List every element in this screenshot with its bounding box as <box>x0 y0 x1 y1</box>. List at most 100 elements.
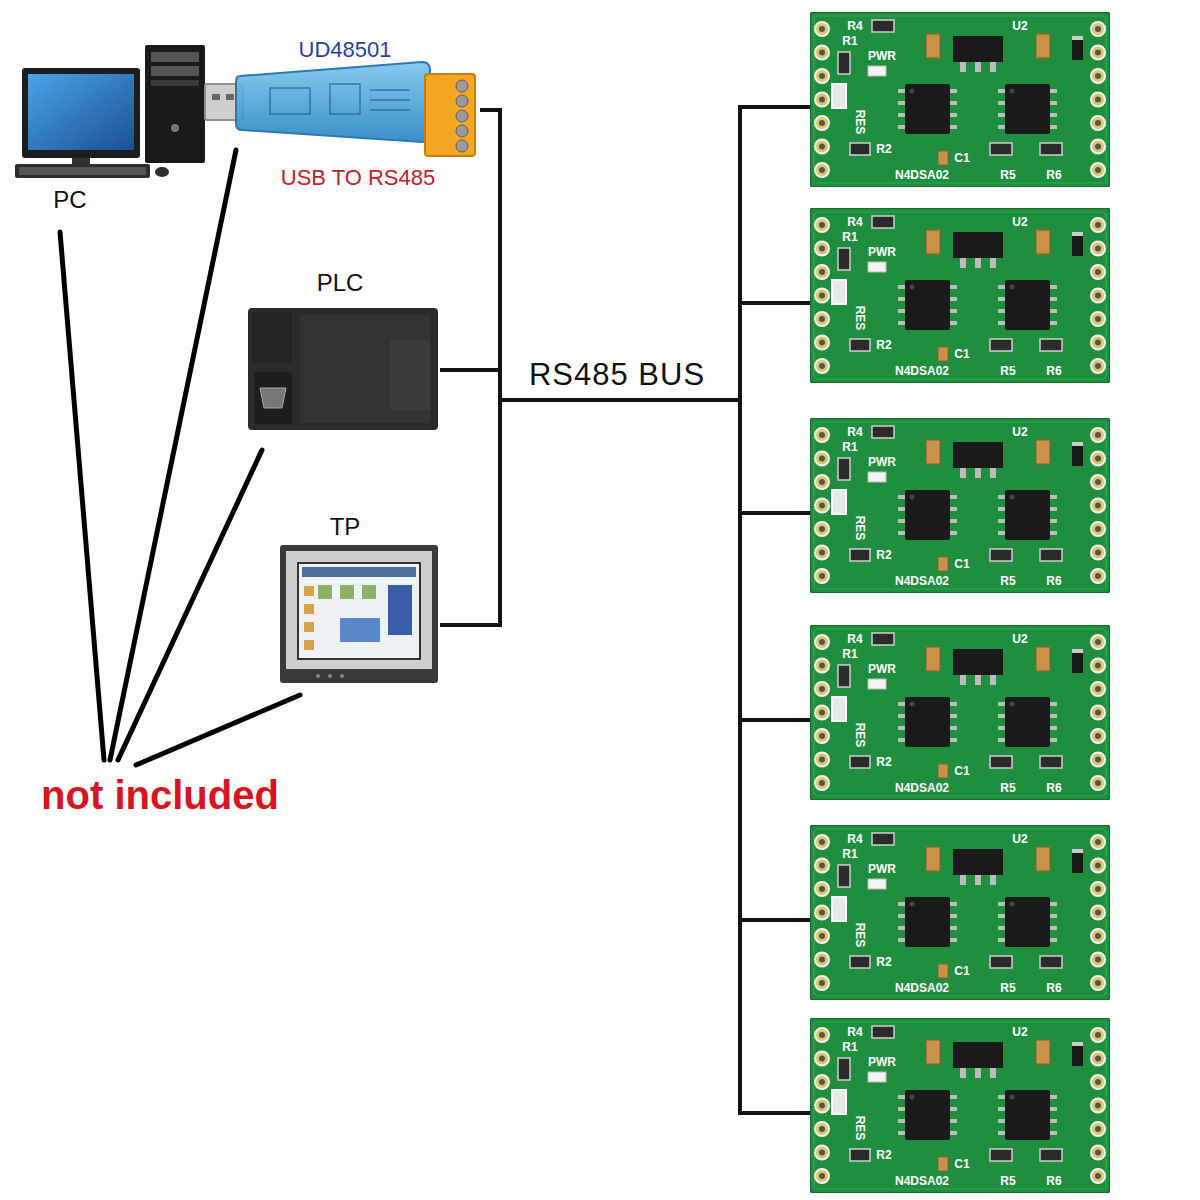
silkscreen-label: U2 <box>1012 833 1027 845</box>
bus-wire <box>480 110 810 1113</box>
silkscreen-label: R2 <box>876 756 891 768</box>
silkscreen-label: R2 <box>876 339 891 351</box>
bus-wire <box>480 110 810 400</box>
silkscreen-label: R4 <box>847 633 862 645</box>
silkscreen-label: R5 <box>1000 782 1015 794</box>
silkscreen-label: R6 <box>1046 365 1061 377</box>
silkscreen-label: PWR <box>868 456 896 468</box>
usb-adapter-illustration <box>205 62 475 156</box>
silkscreen-label: PWR <box>868 863 896 875</box>
module-board <box>810 418 1110 593</box>
silkscreen-label: R4 <box>847 1026 862 1038</box>
silkscreen-label: R2 <box>876 143 891 155</box>
note-label: not included <box>41 775 279 815</box>
silkscreen-label: N4DSA02 <box>895 169 949 181</box>
silkscreen-label: RES <box>854 516 866 541</box>
silkscreen-label: U2 <box>1012 1026 1027 1038</box>
leader-lines <box>60 150 300 765</box>
bus-wire <box>480 110 810 720</box>
rs485-module: R4R1PWR U2RES R2C1N4DSA02 R5 R6 <box>810 1018 1110 1193</box>
bus-wire <box>440 400 810 920</box>
bus-wire <box>480 107 810 400</box>
silkscreen-label: C1 <box>954 558 969 570</box>
bus-wire <box>440 370 810 1113</box>
bus-wire <box>440 303 810 625</box>
silkscreen-label: R4 <box>847 833 862 845</box>
silkscreen-label: R6 <box>1046 169 1061 181</box>
silkscreen-label: R6 <box>1046 575 1061 587</box>
rs485-module: R4R1PWRU2RESR2C1N4DSA02R5R6 <box>810 12 1110 187</box>
silkscreen-label: R1 <box>842 648 857 660</box>
silkscreen-label: PWR <box>868 246 896 258</box>
bus-wire <box>440 370 810 513</box>
silkscreen-label: R6 <box>1046 982 1061 994</box>
silkscreen-label: R5 <box>1000 575 1015 587</box>
silkscreen-label: R1 <box>842 1041 857 1053</box>
bus-wire <box>440 370 810 720</box>
silkscreen-label: N4DSA02 <box>895 365 949 377</box>
rs485-module: R4R1PWRU2RESR2C1N4DSA02R5R6 <box>810 208 1110 383</box>
silkscreen-label: U2 <box>1012 20 1027 32</box>
module-board <box>810 625 1110 800</box>
silkscreen-label: R1 <box>842 848 857 860</box>
rs485-module: R4R1PWR U2RES R2C1N4DSA02 R5 R6 <box>810 825 1110 1000</box>
silkscreen-label: R1 <box>842 35 857 47</box>
silkscreen-label: R5 <box>1000 365 1015 377</box>
silkscreen-label: RES <box>854 306 866 331</box>
device-label: TP <box>330 515 361 539</box>
silkscreen-label: R6 <box>1046 1175 1061 1187</box>
bus-wire <box>440 107 810 625</box>
silkscreen-label: R5 <box>1000 982 1015 994</box>
plc-illustration <box>248 308 438 430</box>
silkscreen-label: RES <box>854 1116 866 1141</box>
silkscreen-label: PWR <box>868 1056 896 1068</box>
bus-wire <box>440 370 810 920</box>
silkscreen-label: R5 <box>1000 1175 1015 1187</box>
model-label: UD48501 <box>299 39 392 61</box>
silkscreen-label: N4DSA02 <box>895 1175 949 1187</box>
silkscreen-label: C1 <box>954 765 969 777</box>
touch-panel-illustration <box>280 545 438 683</box>
silkscreen-label: R2 <box>876 549 891 561</box>
silkscreen-label: C1 <box>954 348 969 360</box>
module-board <box>810 1018 1110 1193</box>
module-board <box>810 12 1110 187</box>
silkscreen-label: RES <box>854 723 866 748</box>
silkscreen-label: R2 <box>876 956 891 968</box>
bus-wire <box>440 400 810 625</box>
silkscreen-label: R4 <box>847 20 862 32</box>
silkscreen-label: N4DSA02 <box>895 982 949 994</box>
bus-wire <box>480 110 810 513</box>
bus-wire <box>440 400 810 1113</box>
silkscreen-label: PWR <box>868 50 896 62</box>
silkscreen-label: RES <box>854 110 866 135</box>
silkscreen-label: U2 <box>1012 633 1027 645</box>
rs485-module: R4R1PWR U2RES R2C1N4DSA02 R5 R6 <box>810 418 1110 593</box>
silkscreen-label: R6 <box>1046 782 1061 794</box>
silkscreen-label: N4DSA02 <box>895 782 949 794</box>
silkscreen-label: C1 <box>954 152 969 164</box>
silkscreen-label: R4 <box>847 426 862 438</box>
device-label: PLC <box>317 271 364 295</box>
rs485-module: R4R1PWRU2RESR2C1N4DSA02R5R6 <box>810 625 1110 800</box>
silkscreen-label: U2 <box>1012 426 1027 438</box>
bus-wire <box>440 303 810 400</box>
silkscreen-label: N4DSA02 <box>895 575 949 587</box>
module-board <box>810 825 1110 1000</box>
silkscreen-label: C1 <box>954 1158 969 1170</box>
silkscreen-label: R1 <box>842 441 857 453</box>
silkscreen-label: RES <box>854 923 866 948</box>
bus-label: RS485 BUS <box>529 359 705 390</box>
silkscreen-label: U2 <box>1012 216 1027 228</box>
usb-adapter-node: UD48501USB TO RS485 <box>200 28 480 193</box>
pc-node: PC <box>10 40 210 220</box>
silkscreen-label: C1 <box>954 965 969 977</box>
bus-wire <box>440 400 810 720</box>
device-label: PC <box>53 188 86 212</box>
touch-panel-node: TP <box>272 508 440 688</box>
silkscreen-label: R4 <box>847 216 862 228</box>
silkscreen-label: R2 <box>876 1149 891 1161</box>
bus-wire <box>440 107 810 400</box>
